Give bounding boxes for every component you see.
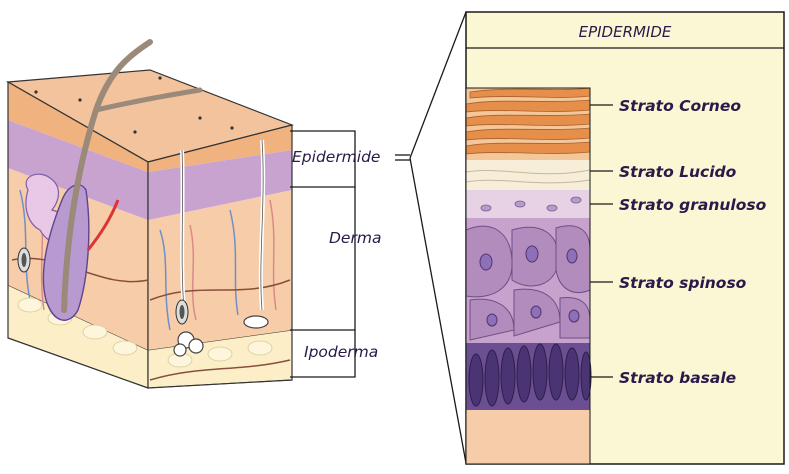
arrector-muscle [86,199,120,251]
label-strato-basale: Strato basale [619,369,736,387]
pacinian-corpuscle-1 [17,247,31,273]
epidermis-panel: EPIDERMIDE [465,11,785,465]
layer-brackets [290,11,467,464]
sweat-gland-coil-2 [243,315,269,329]
hair-shaft [61,39,153,313]
label-ipoderma: Ipoderma [304,343,378,361]
sweat-gland-coil-1 [173,331,204,357]
panel-title: EPIDERMIDE [579,23,672,41]
label-epidermide: Epidermide [292,148,380,166]
pores [34,76,234,134]
skin-block [6,39,294,389]
label-strato-corneo: Strato Corneo [619,97,741,115]
strata-leaders [590,104,613,378]
label-strato-spinoso: Strato spinoso [619,274,747,292]
label-derma: Derma [329,229,381,247]
label-strato-lucido: Strato Lucido [619,163,737,181]
epidermis-column [465,87,592,465]
pacinian-corpuscle-2 [175,299,189,325]
label-strato-granuloso: Strato granuloso [619,196,767,214]
